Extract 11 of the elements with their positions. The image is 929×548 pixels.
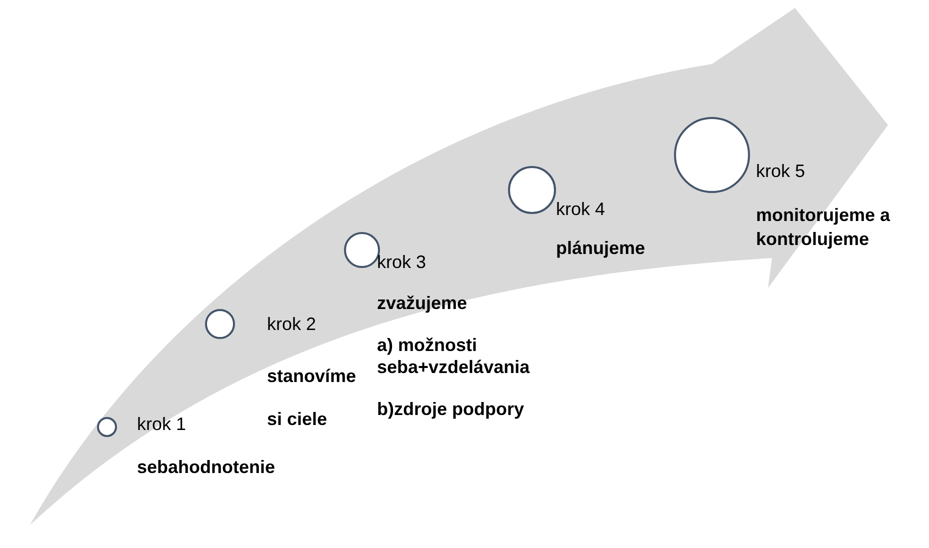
step-description: zvažujeme: [377, 292, 468, 314]
step-number: krok 5: [756, 160, 806, 182]
step-description: stanovíme si ciele: [267, 365, 358, 431]
step-description: monitorujeme a kontrolujeme: [756, 204, 892, 251]
step-number: krok 4: [556, 198, 606, 220]
step-description: b)zdroje podpory: [377, 398, 524, 420]
step-description: plánujeme: [556, 237, 646, 259]
step-number: krok 3: [377, 251, 426, 273]
step-description: sebahodnotenie: [137, 456, 276, 478]
step-number: krok 1: [137, 413, 186, 435]
step-number: krok 2: [267, 313, 316, 335]
